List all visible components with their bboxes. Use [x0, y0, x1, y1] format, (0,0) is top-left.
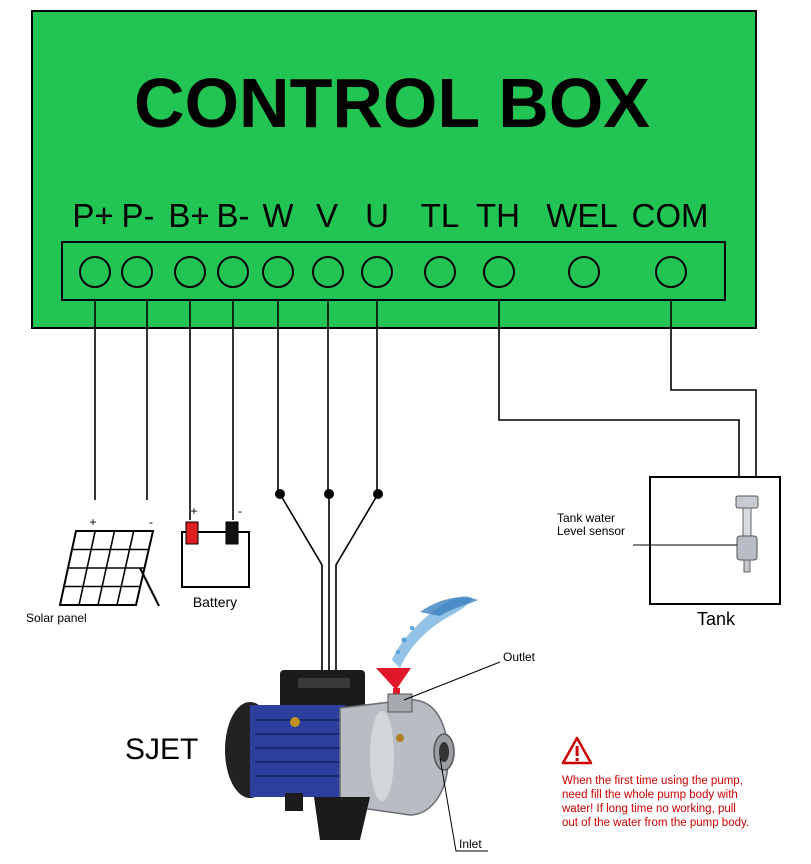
battery-positive-terminal	[185, 521, 199, 545]
terminal-screw-wel	[568, 256, 600, 288]
control-box-panel	[31, 10, 757, 329]
battery-negative-terminal	[225, 521, 239, 545]
terminal-label-u: U	[365, 197, 389, 234]
warning-line-4: out of the water from the pump body.	[562, 817, 749, 829]
control-box-title: CONTROL BOX	[134, 64, 650, 142]
solar-panel-stand	[139, 567, 160, 607]
terminal-label-tl: TL	[421, 197, 460, 234]
terminal-label-b-minus: B-	[217, 197, 250, 234]
water-splash-icon	[392, 596, 478, 668]
terminal-strip	[61, 241, 726, 301]
pump: SJET O	[125, 596, 536, 852]
inlet-leader-line	[439, 757, 488, 852]
terminal-screw-w	[262, 256, 294, 288]
solar-panel: + - Solar panel	[26, 515, 160, 625]
warning-note: When the first time using the pump, need…	[561, 736, 749, 829]
battery-label: Battery	[193, 594, 237, 610]
inlet-label: Inlet	[459, 837, 482, 851]
battery-plus-sign: +	[190, 504, 197, 518]
wires	[94, 300, 757, 672]
terminal-screw-tl	[424, 256, 456, 288]
pump-base	[314, 797, 370, 840]
sensor-label-line2: Level sensor	[557, 524, 625, 538]
terminal-screw-p-plus	[79, 256, 111, 288]
control-box: CONTROL BOX P+ P- B+ B- W V U TL TH WEL …	[31, 10, 757, 329]
warning-line-1: When the first time using the pump,	[562, 775, 743, 787]
tank-label: Tank	[697, 609, 736, 629]
terminal-label-wel: WEL	[546, 197, 618, 234]
terminal-screw-b-minus	[217, 256, 249, 288]
battery-minus-sign: -	[238, 504, 242, 518]
terminal-screw-b-plus	[174, 256, 206, 288]
battery: + - Battery	[181, 504, 250, 610]
level-sensor-icon	[735, 495, 759, 573]
terminal-screw-v	[312, 256, 344, 288]
wire-com-sensor	[670, 300, 757, 498]
pump-housing-highlight	[370, 711, 394, 801]
terminal-screw-com	[655, 256, 687, 288]
outlet-label: Outlet	[503, 650, 536, 664]
tank: Tank water Level sensor Tank	[557, 476, 781, 629]
outlet-funnel-icon	[376, 668, 411, 690]
motor-cable-w	[279, 493, 323, 672]
warning-triangle-icon	[561, 736, 593, 765]
solar-panel-label: Solar panel	[26, 611, 87, 625]
terminal-screws	[79, 256, 687, 288]
warning-line-2: need fill the whole pump body with	[562, 789, 738, 801]
pump-nameplate	[298, 678, 350, 688]
terminal-label-com: COM	[632, 197, 709, 234]
terminal-labels: P+ P- B+ B- W V U TL TH WEL COM	[72, 197, 708, 234]
terminal-label-p-plus: P+	[72, 197, 113, 234]
solar-panel-grid	[64, 530, 149, 606]
terminal-label-th: TH	[476, 197, 520, 234]
pump-terminal-box	[280, 670, 365, 710]
pump-foot	[285, 793, 303, 811]
wire-th-sensor	[498, 300, 740, 498]
terminal-screw-p-minus	[121, 256, 153, 288]
motor-cable-u	[335, 493, 379, 672]
terminal-screw-u	[361, 256, 393, 288]
terminal-label-b-plus: B+	[168, 197, 209, 234]
motor-badge-icon	[290, 717, 300, 727]
terminal-screw-th	[483, 256, 515, 288]
terminal-label-v: V	[316, 197, 338, 234]
solar-minus-sign: -	[149, 515, 153, 529]
warning-line-3: water! If long time no working, pull	[561, 803, 736, 815]
outlet-port	[387, 693, 413, 713]
sensor-label-line1: Tank water	[557, 511, 615, 525]
tank-outline	[649, 476, 781, 605]
priming-plug-icon	[396, 734, 404, 742]
solar-plus-sign: +	[89, 515, 96, 529]
pump-name: SJET	[125, 733, 198, 766]
terminal-label-w: W	[262, 197, 294, 234]
terminal-label-p-minus: P-	[122, 197, 155, 234]
outlet-leader-line	[403, 661, 501, 701]
inlet-opening	[439, 742, 449, 762]
